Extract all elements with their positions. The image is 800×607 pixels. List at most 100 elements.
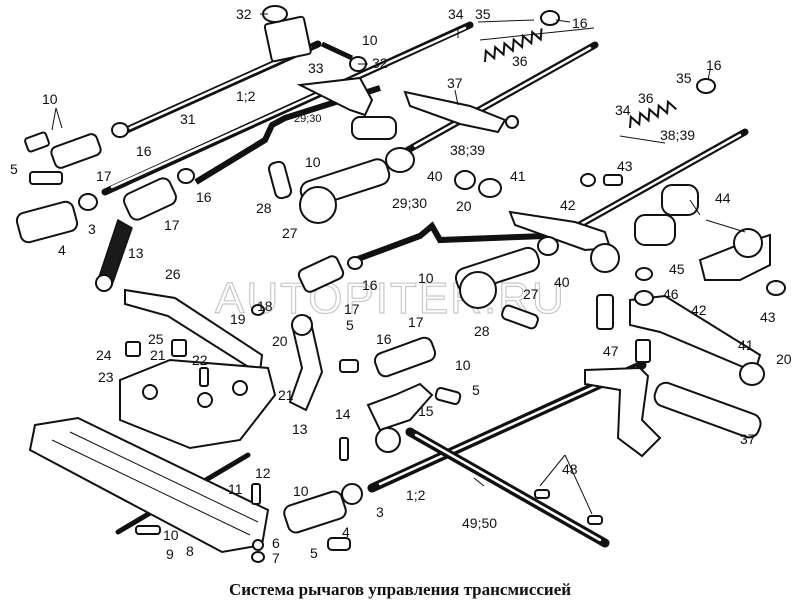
- fork-4-bottom: [283, 490, 347, 534]
- callout: 15: [418, 403, 434, 419]
- callout: 34: [615, 102, 631, 118]
- callout: 28: [474, 323, 490, 339]
- callout: 20: [456, 198, 472, 214]
- callout: 9: [166, 546, 174, 562]
- callout: 6: [272, 535, 280, 551]
- callout: 35: [676, 70, 692, 86]
- callout: 4: [342, 524, 350, 540]
- callout: 17: [164, 217, 180, 233]
- bracket-49-50: [584, 366, 662, 458]
- callout: 41: [510, 168, 526, 184]
- callout: 35: [475, 6, 491, 22]
- callout: 40: [427, 168, 443, 184]
- lever-13-center: [288, 314, 324, 412]
- callout: 10: [362, 32, 378, 48]
- callout: 21: [278, 387, 294, 403]
- callout: 10: [455, 357, 471, 373]
- callout-labels: 32 10 32 33 34 35 16 36 37 10 1;2 31 29;…: [10, 6, 792, 566]
- callout: 32: [236, 6, 252, 22]
- callout: 20: [272, 333, 288, 349]
- callout: 32: [372, 55, 388, 71]
- callout: 22: [192, 352, 208, 368]
- callout: 43: [617, 158, 633, 174]
- callout: 14: [335, 406, 351, 422]
- callout: 5: [472, 382, 480, 398]
- callout: 16: [362, 277, 378, 293]
- callout: 47: [603, 343, 619, 359]
- callout: 41: [738, 337, 754, 353]
- callout: 16: [376, 331, 392, 347]
- callout: 44: [715, 190, 731, 206]
- callout: 16: [572, 15, 588, 31]
- callout: 17: [96, 168, 112, 184]
- callout: 37: [447, 75, 463, 91]
- spring-36-upper: [484, 28, 543, 63]
- leader-lines: [51, 13, 746, 515]
- rod-38-39-upper: [404, 41, 599, 154]
- callout: 21: [150, 347, 166, 363]
- callout: 18: [257, 298, 273, 314]
- callout: 27: [523, 286, 539, 302]
- bracket-23: [119, 358, 277, 450]
- fork-17-center: [297, 255, 345, 293]
- callout: 3: [88, 221, 96, 237]
- callout: 7: [272, 550, 280, 566]
- lever-42-upper: [508, 210, 620, 273]
- callout: 23: [98, 369, 114, 385]
- callout: 5: [310, 545, 318, 561]
- callout: 31: [180, 111, 196, 127]
- callout: 3: [376, 504, 384, 520]
- callout: 10: [42, 91, 58, 107]
- callout: 8: [186, 543, 194, 559]
- callout: 5: [10, 161, 18, 177]
- small-hardware: [24, 5, 786, 563]
- fork-4-left: [15, 200, 79, 244]
- callout: 11: [228, 481, 243, 497]
- fork-27-lower: [454, 246, 541, 309]
- callout: 24: [96, 347, 112, 363]
- rod-38-39-lower: [556, 128, 749, 240]
- callout: 16: [706, 57, 722, 73]
- pin-47: [596, 294, 651, 363]
- rod-1-2-upper: [101, 21, 474, 196]
- callout: 38;39: [660, 127, 695, 143]
- callout: 25: [148, 331, 164, 347]
- fork-27-upper: [299, 158, 391, 224]
- callout: 33: [308, 60, 324, 76]
- callout: 45: [669, 261, 685, 277]
- callout: 37: [740, 431, 756, 447]
- callout: 29;30: [392, 195, 427, 211]
- callout: 29;30: [294, 113, 322, 125]
- callout: 49;50: [462, 515, 497, 531]
- lever-13-left: [95, 218, 133, 292]
- callout: 13: [128, 245, 144, 261]
- callout: 20: [776, 351, 792, 367]
- callout: 26: [165, 266, 181, 282]
- figure-caption: Система рычагов управления трансмиссией: [229, 580, 571, 599]
- callout: 10: [293, 483, 309, 499]
- lever-33: [296, 76, 397, 140]
- callout: 10: [163, 527, 179, 543]
- callout: 17: [344, 301, 360, 317]
- callout: 42: [560, 197, 576, 213]
- callout: 12: [255, 465, 271, 481]
- callout: 16: [196, 189, 212, 205]
- callout: 40: [554, 274, 570, 290]
- lever-15: [366, 382, 434, 453]
- callout: 4: [58, 242, 66, 258]
- callout: 16: [136, 143, 152, 159]
- lever-44: [634, 184, 771, 281]
- callout: 10: [418, 270, 434, 286]
- spring-36-lower: [629, 99, 678, 129]
- callout: 36: [638, 90, 654, 106]
- callout: 19: [230, 311, 246, 327]
- callout: 10: [305, 154, 321, 170]
- callout: 5: [346, 317, 354, 333]
- callout: 46: [663, 286, 679, 302]
- spring-37-lower: [653, 381, 762, 439]
- callout: 13: [292, 421, 308, 437]
- rod-29-30-upper: [194, 85, 381, 185]
- shaft-49-50: [405, 427, 610, 548]
- callout: 48: [562, 461, 578, 477]
